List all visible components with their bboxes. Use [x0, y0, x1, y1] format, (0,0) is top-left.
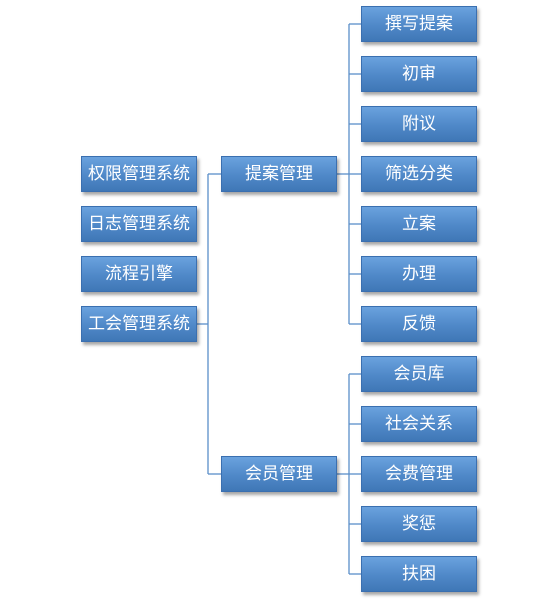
node-member-database: 会员库 [361, 356, 477, 392]
node-proposal-management: 提案管理 [221, 156, 337, 192]
node-rewards-penalties: 奖惩 [361, 506, 477, 542]
node-workflow-engine: 流程引擎 [81, 256, 197, 292]
node-initial-review: 初审 [361, 56, 477, 92]
node-write-proposal: 撰写提案 [361, 6, 477, 42]
node-feedback: 反馈 [361, 306, 477, 342]
node-handle: 办理 [361, 256, 477, 292]
node-union-system: 工会管理系统 [81, 306, 197, 342]
node-filter-classify: 筛选分类 [361, 156, 477, 192]
node-register-case: 立案 [361, 206, 477, 242]
node-permission-system: 权限管理系统 [81, 156, 197, 192]
node-social-relations: 社会关系 [361, 406, 477, 442]
node-poverty-relief: 扶困 [361, 556, 477, 592]
node-dues-management: 会费管理 [361, 456, 477, 492]
node-second: 附议 [361, 106, 477, 142]
node-log-system: 日志管理系统 [81, 206, 197, 242]
node-member-management: 会员管理 [221, 456, 337, 492]
